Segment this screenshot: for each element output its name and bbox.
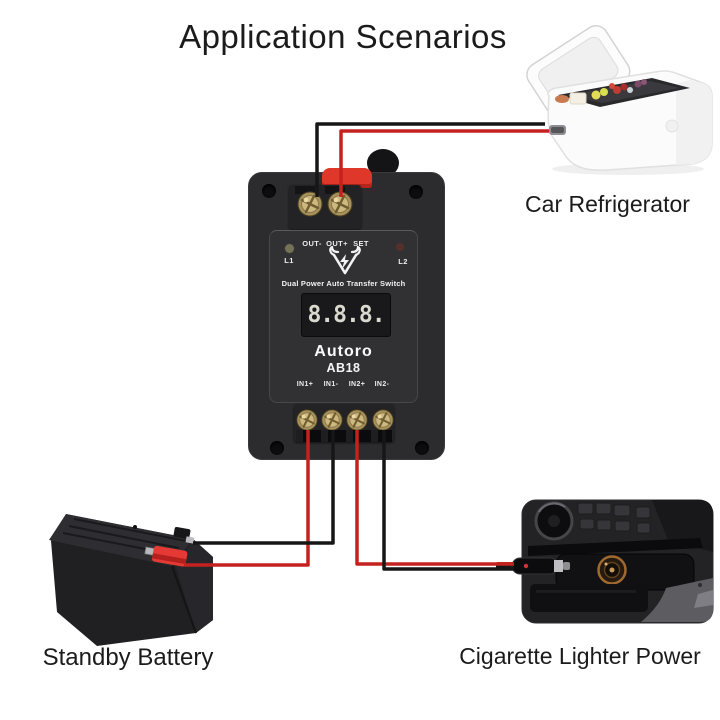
terminal-screw	[372, 409, 394, 431]
terminal-teeth	[296, 430, 392, 442]
refrigerator-handle	[549, 125, 566, 135]
bull-logo-icon	[329, 246, 361, 275]
terminal-screw	[297, 191, 323, 217]
battery-positive-connector	[144, 545, 188, 567]
lighter-plug	[496, 557, 570, 575]
dashboard-buttons	[577, 502, 651, 534]
dashboard-knob	[534, 501, 574, 541]
seven-segment-display: 8.8.8.	[301, 293, 391, 337]
product-name: Dual Power Auto Transfer Switch	[281, 279, 406, 288]
label-l1: L1	[284, 256, 294, 265]
label-in1-minus: IN1-	[323, 381, 339, 388]
label-in2-plus: IN2+	[348, 381, 366, 388]
refrigerator-lid	[526, 25, 631, 122]
mounting-hole	[409, 185, 423, 199]
lighter-socket	[597, 555, 627, 585]
battery-negative-terminal	[173, 527, 195, 544]
label-in2-minus: IN2-	[374, 381, 390, 388]
output-terminal-block	[289, 185, 361, 229]
label-out-minus: OUT-	[302, 239, 322, 248]
label-l2: L2	[398, 257, 408, 266]
mounting-hole	[415, 441, 429, 455]
refrigerator-caption: Car Refrigerator	[525, 191, 690, 217]
mounting-hole	[262, 184, 276, 198]
label-out-plus: OUT+	[326, 239, 348, 248]
led-l1	[285, 244, 294, 253]
device-front-panel: OUT- OUT+ SET L1 L2 Dual Power Auto Tran…	[269, 230, 418, 403]
refrigerator-opening-rim	[558, 78, 690, 107]
terminal-screw	[327, 191, 353, 217]
brand-name: Autoro	[314, 343, 373, 360]
battery-caption: Standby Battery	[42, 644, 214, 671]
display-digits: 8.8.8.	[307, 302, 385, 328]
led-l2	[396, 243, 404, 251]
lighter-caption: Cigarette Lighter Power	[459, 643, 701, 669]
label-in1-plus: IN1+	[296, 381, 314, 388]
car-refrigerator-illustration	[526, 25, 713, 175]
model-number: AB18	[326, 361, 361, 375]
page-title: Application Scenarios	[179, 18, 507, 55]
refrigerator-food	[555, 79, 647, 105]
refrigerator-body	[547, 70, 713, 171]
terminal-screw	[296, 409, 318, 431]
transfer-switch-device: OUT- OUT+ SET L1 L2 Dual Power Auto Tran…	[248, 149, 445, 460]
standby-battery-illustration	[49, 514, 213, 646]
terminal-screw	[346, 409, 368, 431]
wire-clamp	[295, 186, 315, 194]
label-set: SET	[353, 239, 369, 248]
mounting-hole	[270, 441, 284, 455]
terminal-screw	[321, 409, 343, 431]
input-terminal-block	[294, 404, 394, 442]
cigarette-lighter-photo	[496, 499, 714, 624]
